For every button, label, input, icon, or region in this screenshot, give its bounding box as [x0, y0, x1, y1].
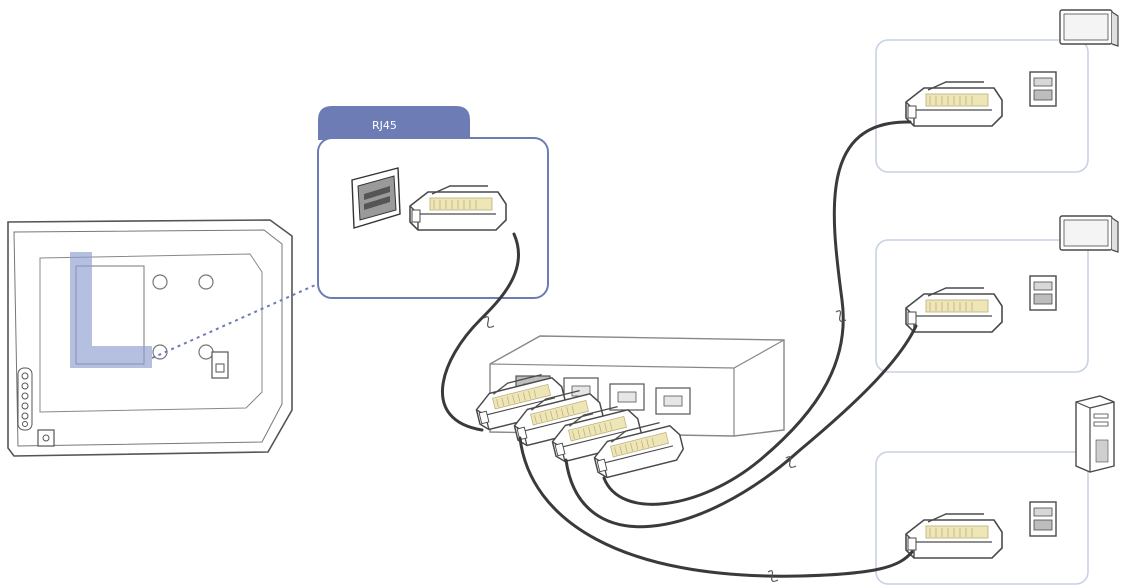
rj45-socket-icon	[1029, 71, 1057, 107]
cable-hub-to-monitor-2	[564, 324, 918, 529]
rj45-socket-icon	[1029, 501, 1057, 537]
display-rear-panel	[7, 219, 293, 457]
hub-port	[655, 387, 691, 415]
rj45-socket-icon	[1029, 275, 1057, 311]
rj45-callout: RJ45	[317, 106, 549, 299]
cable-hub-to-computer	[518, 436, 914, 578]
side-control-buttons	[17, 367, 33, 431]
computer-tower-icon	[1075, 395, 1115, 473]
port-panel-highlight	[70, 252, 152, 368]
cable-break-mark	[767, 570, 779, 582]
monitor-icon	[1059, 9, 1119, 47]
cable-break-mark	[785, 456, 797, 468]
cable-hub-to-monitor-1	[602, 120, 912, 506]
endpoint-panel-monitor-2	[875, 215, 1119, 373]
endpoint-panel-computer	[875, 395, 1115, 585]
cable-break-mark	[835, 310, 847, 322]
rj45-socket-icon	[351, 167, 401, 229]
endpoint-panel-monitor-1	[875, 9, 1119, 173]
callout-label: RJ45	[372, 119, 397, 132]
callout-pointer-line	[151, 281, 323, 359]
hub-port	[609, 383, 645, 411]
monitor-icon	[1059, 215, 1119, 253]
callout-tab	[318, 106, 470, 140]
cable-break-mark	[483, 316, 495, 328]
cable-display-to-hub	[441, 232, 520, 432]
